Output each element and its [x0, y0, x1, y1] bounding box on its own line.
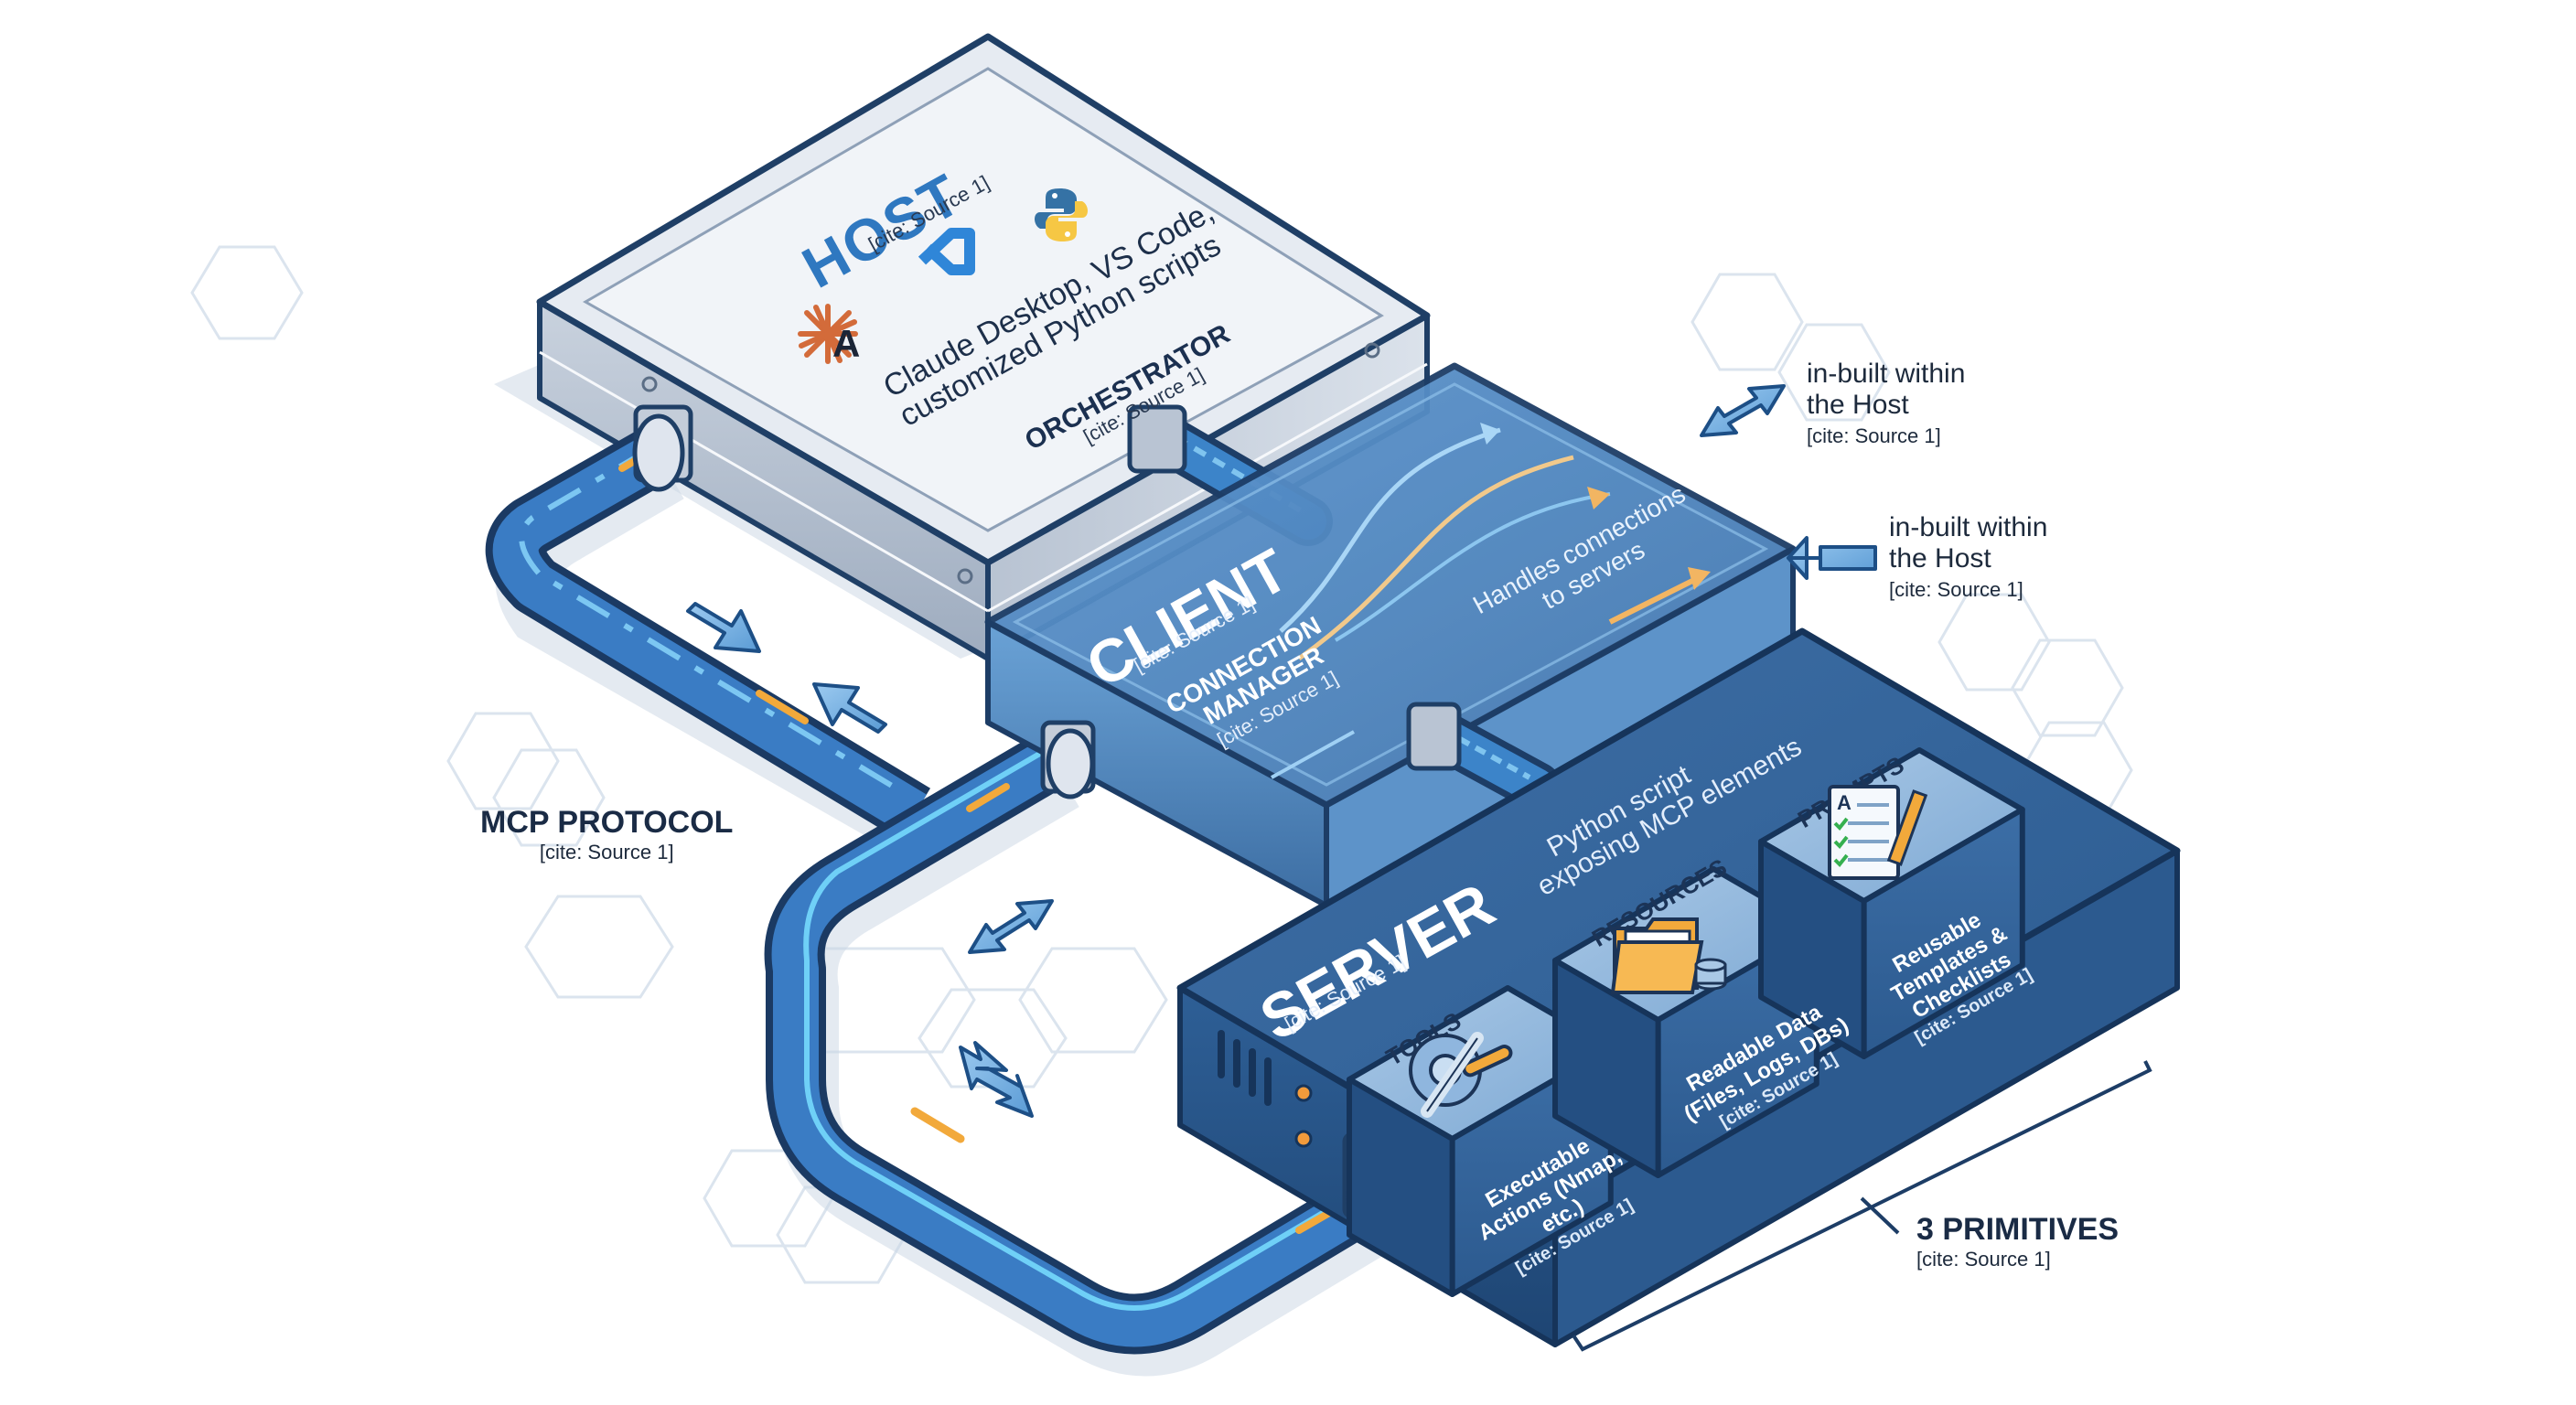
annotation-line-2: the Host [1889, 543, 1991, 574]
host-connector [632, 404, 693, 492]
client-connectors [1040, 702, 1562, 811]
arrow-up-left-icon [812, 682, 887, 734]
svg-text:A: A [1837, 791, 1852, 814]
primitive-cube-side [1758, 839, 1867, 1059]
flow-arrows [686, 384, 1877, 1118]
annotation-line-1: in-built within [1889, 512, 2048, 542]
client-box [984, 362, 1797, 908]
mcp-protocol-cite: [cite: Source 1] [539, 841, 674, 863]
primitives-cite: [cite: Source 1] [1916, 1248, 2051, 1271]
checklist-pencil-icon: A [1802, 778, 1939, 892]
annotation-line-1: in-built within [1807, 359, 1966, 389]
annotation-mcp-protocol: MCP PROTOCOL [cite: Source 1] [480, 805, 733, 864]
double-arrow-icon [968, 899, 1054, 954]
anthropic-logo: A [796, 302, 860, 370]
python-logo [1029, 183, 1093, 252]
annotation-line-2: the Host [1807, 390, 1909, 420]
primitive-cube-side [1552, 958, 1661, 1178]
primitives-bracket [1572, 1060, 2152, 1352]
arrow-down-right-icon [686, 602, 761, 653]
arrow-left-icon [1787, 536, 1877, 580]
mcp-protocol-pipe [485, 426, 1401, 1377]
double-arrow-icon [959, 1041, 1034, 1118]
svg-text:A: A [832, 322, 860, 365]
mcp-protocol-label: MCP PROTOCOL [480, 805, 734, 840]
primitive-cube-side [1347, 1077, 1455, 1297]
annotation-cite: [cite: Source 1] [1889, 578, 2023, 601]
vscode-logo [915, 224, 979, 284]
annotation-client-side: in-built within the Host [cite: Source 1… [1889, 512, 2047, 606]
folder-database-icon [1596, 896, 1733, 1011]
gear-wrench-icon [1390, 1015, 1528, 1130]
double-arrow-icon [1700, 384, 1786, 437]
annotation-host-client-link: in-built within the Host [cite: Source 1… [1807, 359, 1965, 452]
primitives-label: 3 PRIMITIVES [1916, 1212, 2120, 1247]
annotation-cite: [cite: Source 1] [1807, 424, 1941, 447]
annotation-3-primitives: 3 PRIMITIVES [cite: Source 1] [1916, 1212, 2119, 1271]
